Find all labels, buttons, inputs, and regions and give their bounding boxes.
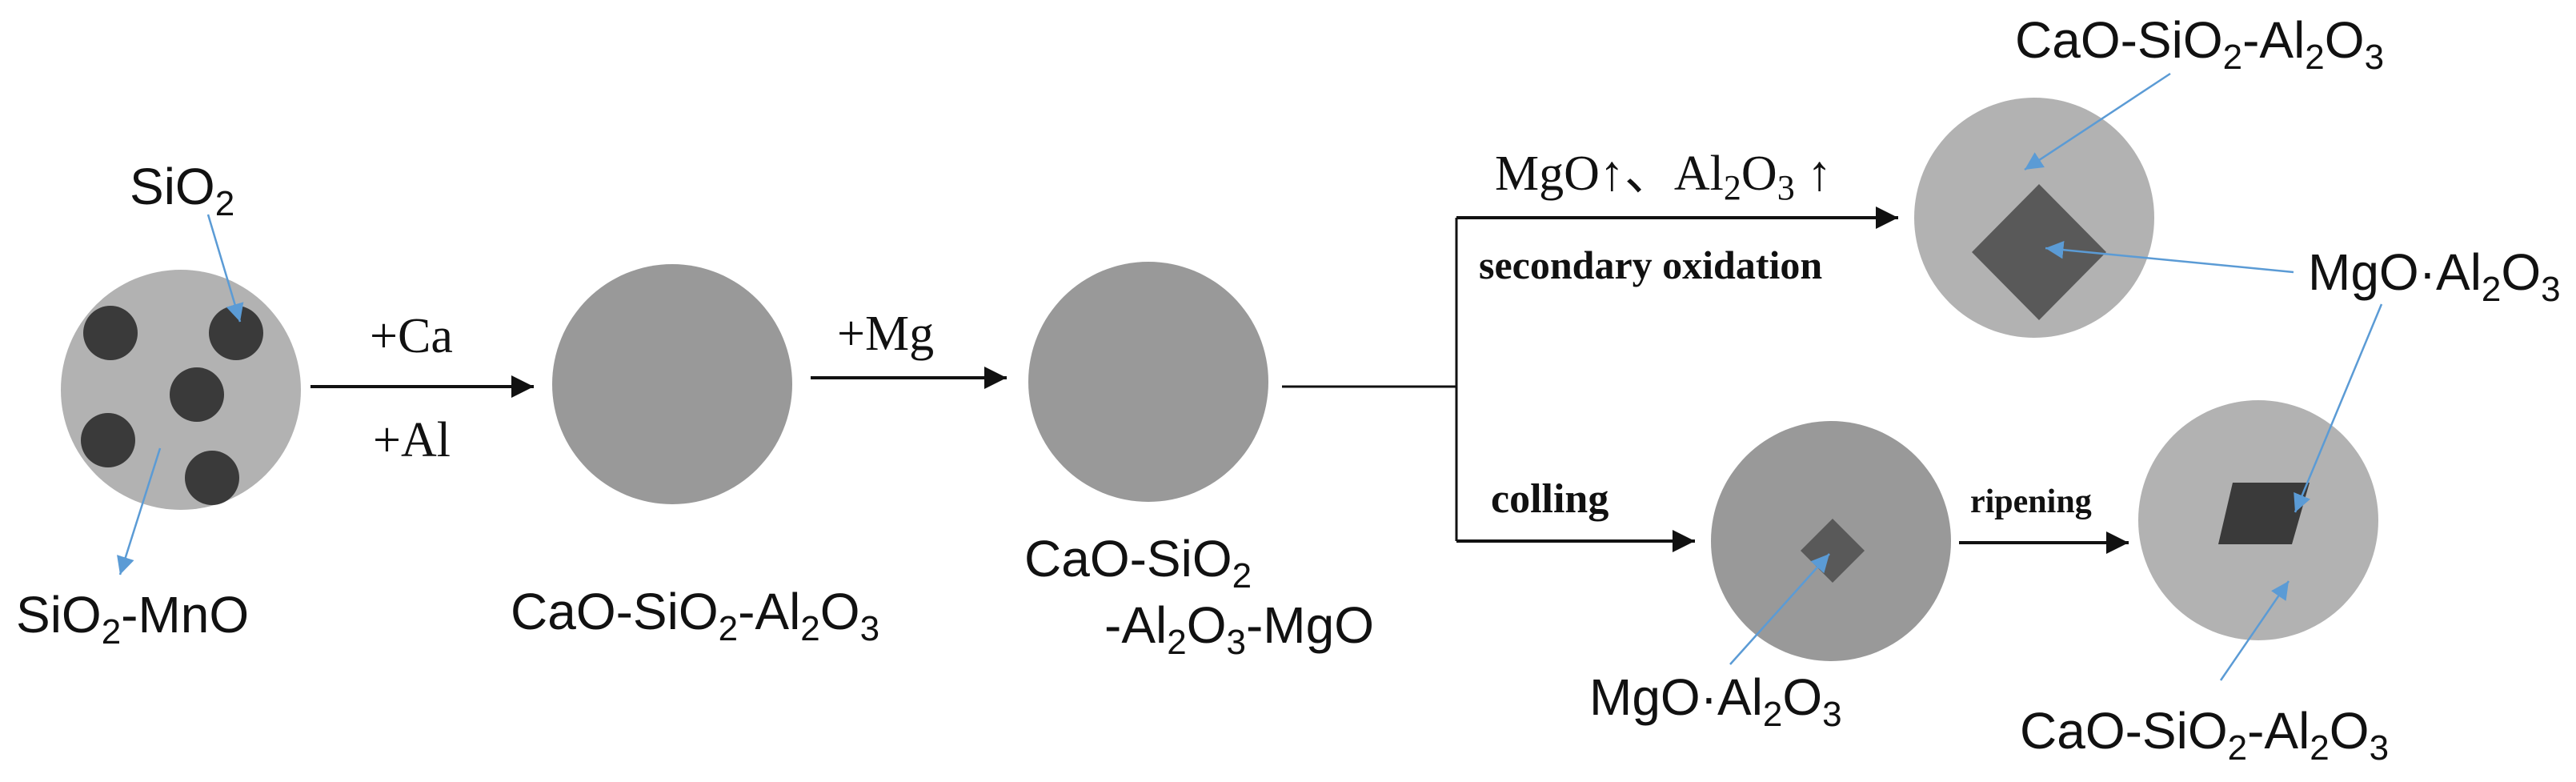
ca-addition-label: +Ca — [370, 309, 453, 363]
colling-label: colling — [1491, 476, 1608, 522]
mg-addition-label: +Mg — [837, 307, 934, 361]
leader-line — [2294, 303, 2383, 513]
sio2-inclusion — [209, 306, 263, 360]
leader-line — [117, 447, 162, 575]
bottom-mgo-al2o3-label: MgO·Al2O3 — [1589, 668, 1842, 734]
bottom-right-cao-sio2-al2o3-label: CaO-SiO2-Al2O3 — [2020, 702, 2389, 768]
sio2-inclusion — [83, 306, 138, 360]
cao-sio2-al2o3-particle — [552, 264, 792, 504]
al2o3-mgo-label-line2: -Al2O3-MgO — [1104, 596, 1374, 662]
sio2-mno-label: SiO2-MnO — [16, 586, 249, 652]
sio2-label: SiO2 — [130, 158, 234, 223]
branch-connector — [1282, 218, 1458, 541]
sio2-inclusion — [170, 367, 224, 422]
leader-line — [2219, 580, 2290, 681]
top-right-cao-sio2-al2o3-label: CaO-SiO2-Al2O3 — [2015, 11, 2384, 77]
cao-sio2-label-line1: CaO-SiO2 — [1024, 530, 1252, 596]
leader-line — [206, 214, 244, 323]
cao-sio2-al2o3-mgo-particle — [1028, 262, 1268, 502]
leader-line — [2024, 72, 2171, 171]
sio2-inclusion — [81, 413, 135, 467]
ripened-spinel-inclusion — [2218, 483, 2310, 544]
sio2-mno-particle — [61, 270, 301, 510]
right-mgo-al2o3-label: MgO·Al2O3 — [2308, 243, 2561, 309]
mgo-al2o3-increase-label: MgO↑、Al2O3 ↑ — [1495, 146, 1832, 207]
spinel-inclusion — [1972, 184, 2106, 320]
ripened-particle — [2138, 400, 2378, 640]
leader-line — [2045, 240, 2294, 274]
secondary-oxidation-label: secondary oxidation — [1479, 243, 1822, 287]
ripening-label: ripening — [1970, 483, 2092, 520]
sio2-inclusion — [185, 451, 239, 505]
cao-sio2-al2o3-label: CaO-SiO2-Al2O3 — [511, 583, 879, 648]
al-addition-label: +Al — [373, 413, 451, 467]
oxidized-particle — [1914, 98, 2154, 338]
leader-line — [1729, 553, 1830, 665]
cooled-particle — [1711, 421, 1951, 661]
